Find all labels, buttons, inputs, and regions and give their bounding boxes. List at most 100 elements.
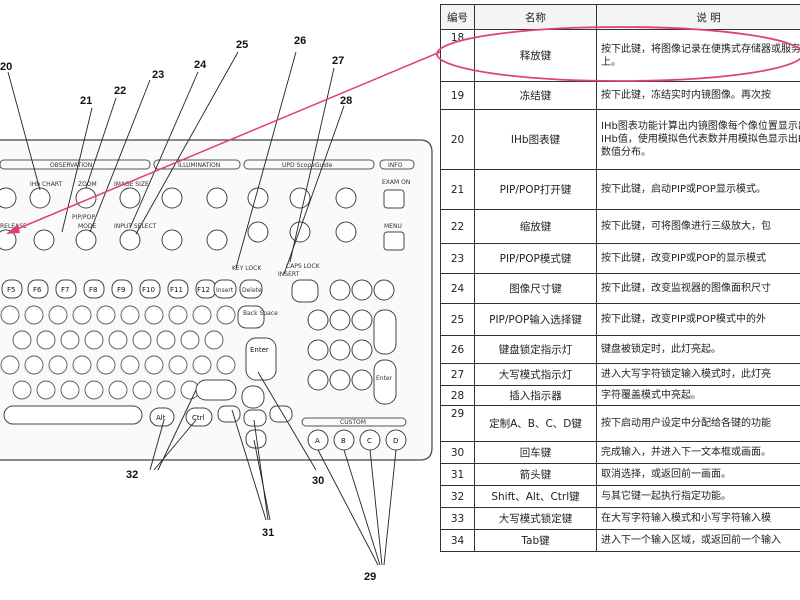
row-name: PIP/POP打开键 xyxy=(474,169,597,210)
label-mode: MODE xyxy=(78,223,97,230)
row-number: 31 xyxy=(440,463,475,486)
header-description: 说 明 xyxy=(596,4,800,30)
key-delete: Delete xyxy=(242,287,262,294)
table-row: 29 定制A、B、C、D键 按下启动用户设定中分配给各键的功能 xyxy=(440,405,800,442)
callout-23: 23 xyxy=(152,69,164,81)
row-number: 34 xyxy=(440,529,475,552)
row-number: 32 xyxy=(440,485,475,508)
table-row: 21 PIP/POP打开键 按下此键，启动PIP或POP显示模式。 xyxy=(440,169,800,210)
label-menu: MENU xyxy=(384,223,402,230)
panel-label-scopeguide: UPD ScopeGuide xyxy=(282,162,333,169)
row-description: 按下此键，将图像记录在便携式存储器或服务器上。 xyxy=(596,29,800,82)
row-description: 与其它键一起执行指定功能。 xyxy=(596,485,800,508)
key-enter: Enter xyxy=(250,346,269,354)
table-row: 31 箭头键 取消选择，或返回前一画面。 xyxy=(440,463,800,486)
table-row: 34 Tab键 进入下一个输入区域，或返回前一个输入 xyxy=(440,529,800,552)
row-description: 按下此键，改变PIP或POP模式中的外 xyxy=(596,303,800,336)
label-insert-indicator: INSERT xyxy=(278,271,300,278)
row-number: 20 xyxy=(440,109,475,170)
row-name: IHb图表键 xyxy=(474,109,597,170)
callout-27: 27 xyxy=(332,55,344,67)
label-exam-on: EXAM ON xyxy=(382,179,410,186)
label-custom: CUSTOM xyxy=(340,419,366,426)
callout-32: 32 xyxy=(126,469,138,481)
callout-28: 28 xyxy=(340,95,352,107)
key-enter-numpad: Enter xyxy=(376,375,393,382)
table-row: 26 键盘锁定指示灯 键盘被锁定时，此灯亮起。 xyxy=(440,335,800,364)
table-header-row: 编号 名称 说 明 xyxy=(440,4,800,30)
key-custom-d: D xyxy=(393,437,398,445)
row-name: Shift、Alt、Ctrl键 xyxy=(474,485,597,508)
header-number: 编号 xyxy=(440,4,475,30)
key-ctrl: Ctrl xyxy=(192,414,205,422)
row-name: 键盘锁定指示灯 xyxy=(474,335,597,364)
key-f7: F7 xyxy=(61,286,69,294)
label-key-lock: KEY LOCK xyxy=(232,265,262,272)
panel-label-illumination: ILLUMINATION xyxy=(178,162,220,169)
callout-21: 21 xyxy=(80,95,92,107)
table-row: 27 大写模式指示灯 进入大写字符锁定输入模式时，此灯亮 xyxy=(440,363,800,386)
panel-label-observation: OBSERVATION xyxy=(50,162,92,169)
table-row: 22 缩放键 按下此键，可将图像进行三级放大，包 xyxy=(440,209,800,244)
row-number: 24 xyxy=(440,273,475,304)
row-name: 插入指示器 xyxy=(474,385,597,406)
row-number: 29 xyxy=(440,405,475,442)
label-ihb-chart: IHb CHART xyxy=(30,181,63,188)
row-description: 按下此键，冻结实时内镜图像。再次按 xyxy=(596,81,800,110)
row-name: 大写模式指示灯 xyxy=(474,363,597,386)
row-name: 大写模式锁定键 xyxy=(474,507,597,530)
table-row: 33 大写模式锁定键 在大写字符输入模式和小写字符输入模 xyxy=(440,507,800,530)
row-number: 30 xyxy=(440,441,475,464)
key-f6: F6 xyxy=(33,286,42,294)
key-f12: F12 xyxy=(197,286,210,294)
row-name: 回车键 xyxy=(474,441,597,464)
key-insert: Insert xyxy=(216,287,234,294)
key-description-table: 编号 名称 说 明 18 释放键 按下此键，将图像记录在便携式存储器或服务器上。… xyxy=(440,4,800,552)
label-pip-pop: PIP/POP xyxy=(72,214,95,221)
row-number: 22 xyxy=(440,209,475,244)
row-name: 图像尺寸键 xyxy=(474,273,597,304)
key-f5: F5 xyxy=(7,286,15,294)
row-name: 释放键 xyxy=(474,29,597,82)
table-row: 18 释放键 按下此键，将图像记录在便携式存储器或服务器上。 xyxy=(440,29,800,82)
key-custom-b: B xyxy=(341,437,346,445)
row-name: PIP/POP输入选择键 xyxy=(474,303,597,336)
label-caps-lock: CAPS LOCK xyxy=(286,263,321,270)
keyboard-diagram: OBSERVATION ILLUMINATION UPD ScopeGuide … xyxy=(0,35,440,583)
table-row: 30 回车键 完成输入，并进入下一文本框或画面。 xyxy=(440,441,800,464)
row-description: 进入下一个输入区域，或返回前一个输入 xyxy=(596,529,800,552)
row-description: IHb图表功能计算出内镜图像每个像位置显示出IHb值，使用模拟色代表数并用模拟色… xyxy=(596,109,800,170)
callout-26: 26 xyxy=(294,35,306,47)
row-number: 18 xyxy=(440,29,475,82)
key-f8: F8 xyxy=(89,286,97,294)
row-name: 定制A、B、C、D键 xyxy=(474,405,597,442)
row-description: 取消选择，或返回前一画面。 xyxy=(596,463,800,486)
key-f10: F10 xyxy=(142,286,155,294)
callout-30: 30 xyxy=(312,475,324,487)
panel-label-info: INFO xyxy=(388,162,403,169)
row-description: 在大写字符输入模式和小写字符输入模 xyxy=(596,507,800,530)
row-description: 按下此键，改变监视器的图像面积尺寸 xyxy=(596,273,800,304)
table-row: 19 冻结键 按下此键，冻结实时内镜图像。再次按 xyxy=(440,81,800,110)
key-f9: F9 xyxy=(117,286,125,294)
row-name: 箭头键 xyxy=(474,463,597,486)
callout-25: 25 xyxy=(236,39,248,51)
row-description: 按下此键，启动PIP或POP显示模式。 xyxy=(596,169,800,210)
key-custom-a: A xyxy=(315,437,320,445)
row-number: 23 xyxy=(440,243,475,274)
label-release: RELEASE xyxy=(0,223,27,230)
row-description: 按下启动用户设定中分配给各键的功能 xyxy=(596,405,800,442)
row-name: 冻结键 xyxy=(474,81,597,110)
annotation-arrow xyxy=(9,51,440,233)
key-custom-c: C xyxy=(367,437,372,445)
row-description: 按下此键，改变PIP或POP的显示模式 xyxy=(596,243,800,274)
key-f11: F11 xyxy=(170,286,183,294)
table-row: 24 图像尺寸键 按下此键，改变监视器的图像面积尺寸 xyxy=(440,273,800,304)
callout-31: 31 xyxy=(262,527,274,539)
row-number: 21 xyxy=(440,169,475,210)
row-number: 19 xyxy=(440,81,475,110)
table-row: 25 PIP/POP输入选择键 按下此键，改变PIP或POP模式中的外 xyxy=(440,303,800,336)
key-back-space: Back Space xyxy=(243,310,278,317)
row-name: 缩放键 xyxy=(474,209,597,244)
row-description: 键盘被锁定时，此灯亮起。 xyxy=(596,335,800,364)
